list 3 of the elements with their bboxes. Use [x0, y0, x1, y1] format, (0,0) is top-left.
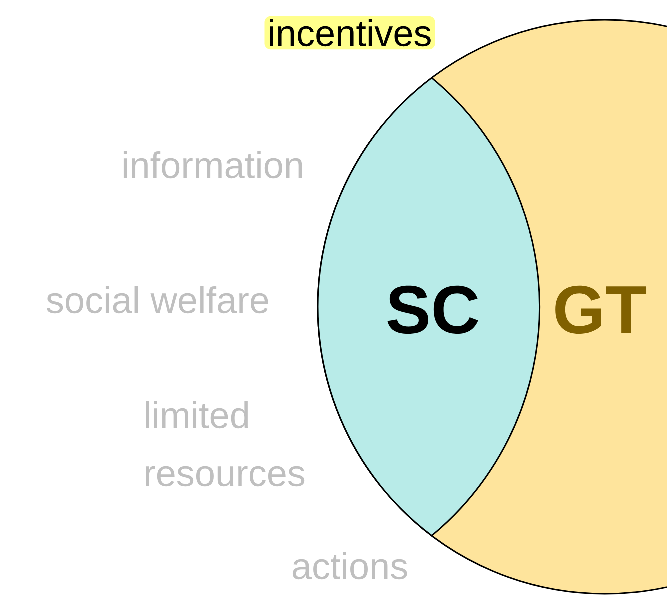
lens-region: SC	[317, 77, 541, 537]
side-label: social welfare	[46, 286, 268, 314]
highlighted-label: incentives	[264, 16, 436, 50]
